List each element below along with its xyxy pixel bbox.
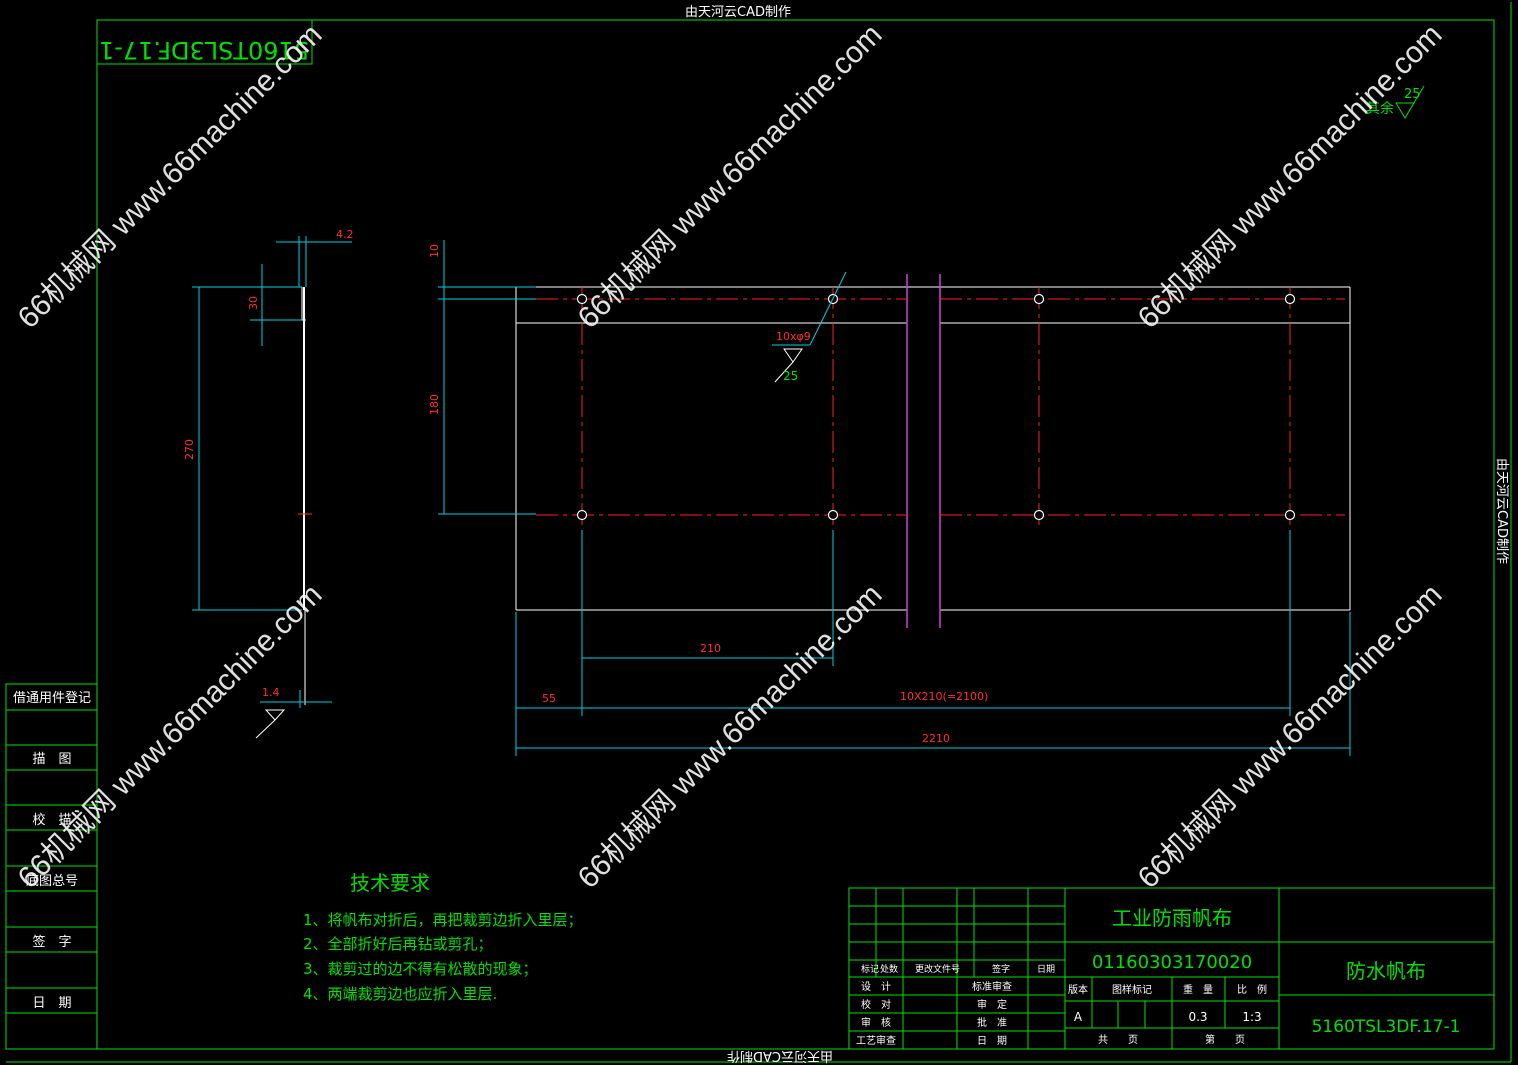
total-sheets-label: 共 页 [1098, 1034, 1138, 1046]
inner-border [96, 19, 1495, 1050]
hole [1033, 293, 1045, 305]
left-record-strip: 借通用件登记 描 图 校 描 底图总号 签 字 日 期 [5, 683, 98, 1050]
sign-row-1b: 标准审查 [972, 980, 1012, 993]
hole-callout: 10xφ9 [776, 330, 811, 343]
strip-label-2: 描 图 [32, 752, 71, 767]
roughness-symbol-general: 其余 25 [1366, 85, 1425, 119]
header-label-3: 更改文件号 [915, 963, 960, 975]
sign-row-4b: 日 期 [977, 1035, 1007, 1047]
dim-180: 180 [428, 394, 441, 415]
hole [827, 509, 839, 521]
watermark-layer: 66机械网 www.66machine.com 66机械网 www.66mach… [12, 18, 1449, 895]
sign-row-1a: 设 计 [861, 980, 891, 993]
strip-label-5: 签 字 [32, 934, 71, 950]
side-roughness-icon [255, 709, 286, 739]
side-view: 4.2 30 270 1.4 [183, 228, 354, 739]
corner-code-box [96, 19, 313, 65]
header-label-5: 日期 [1037, 964, 1055, 975]
dim-4-2: 4.2 [336, 228, 354, 241]
tech-item-2: 2、全部折好后再钻或剪孔； [303, 935, 493, 953]
side-frame-label: 由天河云CAD制作 [1494, 458, 1509, 564]
bottom-frame-label: 由天河云CAD制作 [727, 1048, 833, 1063]
drawing-frame [6, 2, 1512, 1063]
tech-item-1: 1、将帆布对折后，再把裁剪边折入里层； [303, 911, 583, 929]
hole [1033, 509, 1045, 521]
strip-label-3: 校 描 [32, 812, 71, 828]
info-header-2: 图样标记 [1112, 983, 1152, 996]
hole [576, 509, 588, 521]
strip-label-6: 日 期 [32, 996, 71, 1011]
sheet-label: 第 页 [1205, 1033, 1245, 1046]
dim-210: 210 [700, 642, 721, 655]
header-label-4: 签字 [992, 963, 1010, 975]
hole-pattern [576, 293, 1296, 521]
top-frame-label: 由天河云CAD制作 [685, 5, 791, 20]
hole-roughness-value: 25 [783, 369, 798, 383]
strip-label-1: 借通用件登记 [13, 691, 91, 706]
roughness-value: 25 [1404, 87, 1421, 102]
scale-value: 1:3 [1242, 1010, 1261, 1024]
roughness-label: 其余 [1366, 100, 1394, 117]
sign-row-3a: 审 核 [861, 1016, 891, 1029]
weight-value: 0.3 [1188, 1010, 1207, 1024]
drawing-code: 5160TSL3DF.17-1 [1312, 1017, 1461, 1037]
material: 防水帆布 [1346, 959, 1426, 983]
strip-label-4: 底图总号 [26, 873, 78, 889]
header-label-2: 处数 [880, 963, 898, 975]
hole [576, 293, 588, 305]
version-value: A [1074, 1010, 1083, 1024]
dim-2210: 2210 [922, 732, 950, 745]
header-label-1: 标记 [861, 963, 879, 975]
dim-270: 270 [183, 439, 196, 460]
part-name: 工业防雨帆布 [1112, 906, 1232, 930]
corner-drawing-code: 5160TSL3DF.17-1 [99, 36, 309, 64]
sign-row-2b: 审 定 [977, 998, 1007, 1011]
tech-item-4: 4、两端裁剪边也应折入里层. [303, 985, 497, 1003]
dim-55: 55 [542, 692, 556, 705]
part-number: 01160303170020 [1092, 952, 1252, 973]
dim-1-4: 1.4 [262, 686, 280, 699]
info-header-3: 重 量 [1183, 983, 1213, 996]
title-block: 标记 处数 更改文件号 签字 日期 设 计 标准审查 校 对 审 定 审 核 批… [848, 887, 1495, 1050]
watermark: 66机械网 www.66machine.com [572, 578, 889, 895]
hole [1284, 509, 1296, 521]
sign-row-4a: 工艺审查 [856, 1034, 896, 1047]
info-header-4: 比 例 [1237, 983, 1267, 996]
dim-10: 10 [428, 244, 441, 258]
hole-roughness-icon [774, 348, 803, 383]
dim-hole-pattern: 10X210(=2100) [900, 690, 988, 703]
watermark: 66机械网 www.66machine.com [12, 578, 329, 895]
tech-requirements: 技术要求 1、将帆布对折后，再把裁剪边折入里层； 2、全部折好后再钻或剪孔； 3… [303, 871, 583, 1003]
dim-30: 30 [247, 296, 260, 310]
hole [1284, 293, 1296, 305]
sign-row-3b: 批 准 [977, 1016, 1007, 1029]
tech-title: 技术要求 [350, 871, 430, 895]
front-view: 10 180 210 55 10X210(=2100) 2210 10xφ9 2… [428, 240, 1351, 756]
info-header-1: 版本 [1068, 983, 1088, 996]
tech-item-3: 3、裁剪过的边不得有松散的现象； [303, 960, 538, 978]
sign-row-2a: 校 对 [861, 998, 891, 1011]
